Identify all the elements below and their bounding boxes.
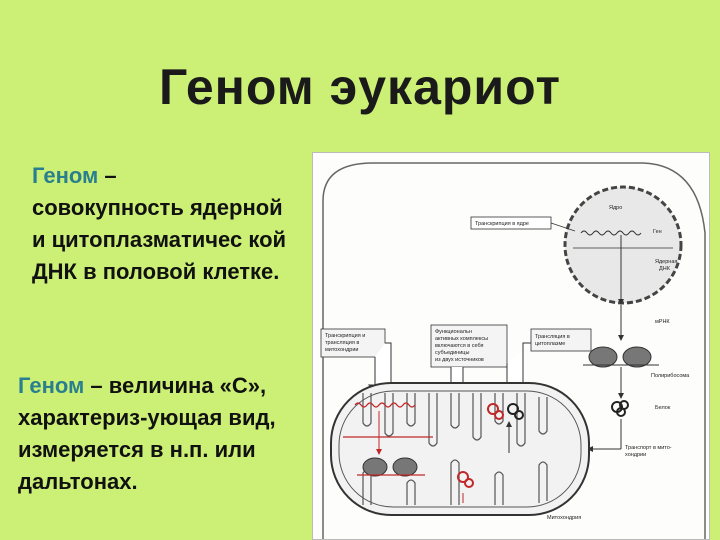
protein-cytoplasm [611, 400, 629, 417]
func-box-line-3: включаются в себя [435, 343, 483, 349]
mito-transcription-box [320, 328, 386, 358]
functional-complex-box [430, 324, 508, 368]
mito-protein-black [507, 403, 524, 420]
cytoplasm-translation-box [530, 328, 592, 352]
mrna-label: мРНК [655, 319, 670, 325]
cell-diagram: Ядро Ген Ядерная ДНК Транскрипция в ядре… [312, 152, 710, 540]
func-box-line-2: активных комплексы [435, 336, 488, 342]
nuclear-dna-label-2: ДНК [659, 266, 671, 272]
definition2-text: – величина «С», характериз-ующая вид, из… [18, 373, 276, 494]
mito-box-line-3: митохондрии [325, 347, 359, 353]
transport-label-2: хондрии [625, 452, 646, 458]
slide-title: Геном эукариот [159, 59, 561, 115]
transcription-nucleus-label: Транскрипция в ядре [475, 221, 529, 227]
cyto-box-line-1: Трансляция в [535, 334, 570, 340]
definition-text: совокупность ядерной и цитоплазматичес к… [32, 195, 287, 284]
genome-definition: Геном – совокупность ядерной и цитоплазм… [32, 160, 302, 288]
func-box-line-5: из двух источников [435, 357, 484, 363]
genome-size-definition: Геном – величина «С», характериз-ующая в… [18, 370, 303, 498]
mito-box-line-1: Транскрипция и [325, 333, 365, 339]
protein-label: Белок [655, 405, 671, 411]
gene-label: Ген [653, 229, 662, 235]
cyto-box-line-2: цитоплазме [535, 341, 565, 347]
definition-dash: – [98, 163, 117, 188]
cell-membrane [322, 162, 706, 539]
func-box-line-1: Функциональн [435, 329, 472, 335]
nucleus [563, 185, 683, 305]
mitochondrion-label: Митохондрия [547, 515, 581, 521]
nuclear-dna-strand [580, 230, 642, 236]
func-box-line-4: субъединицы [435, 350, 469, 356]
polyribosome-mitochondrion [357, 457, 425, 477]
definition-term: Геном [32, 163, 99, 188]
polyribosome-label: Полирибосома [651, 373, 690, 379]
mito-dna [354, 402, 416, 408]
transport-label-1: Транспорт в мито- [625, 445, 672, 451]
mito-protein-red [457, 403, 504, 488]
polyribosome-cytoplasm [583, 346, 659, 368]
nucleus-label: Ядро [609, 205, 622, 211]
mito-box-line-2: трансляция в [325, 340, 359, 346]
definition2-term: Геном [18, 373, 85, 398]
cell-diagram-svg: Ядро Ген Ядерная ДНК Транскрипция в ядре… [320, 162, 706, 539]
nuclear-dna-label-1: Ядерная [655, 259, 677, 265]
